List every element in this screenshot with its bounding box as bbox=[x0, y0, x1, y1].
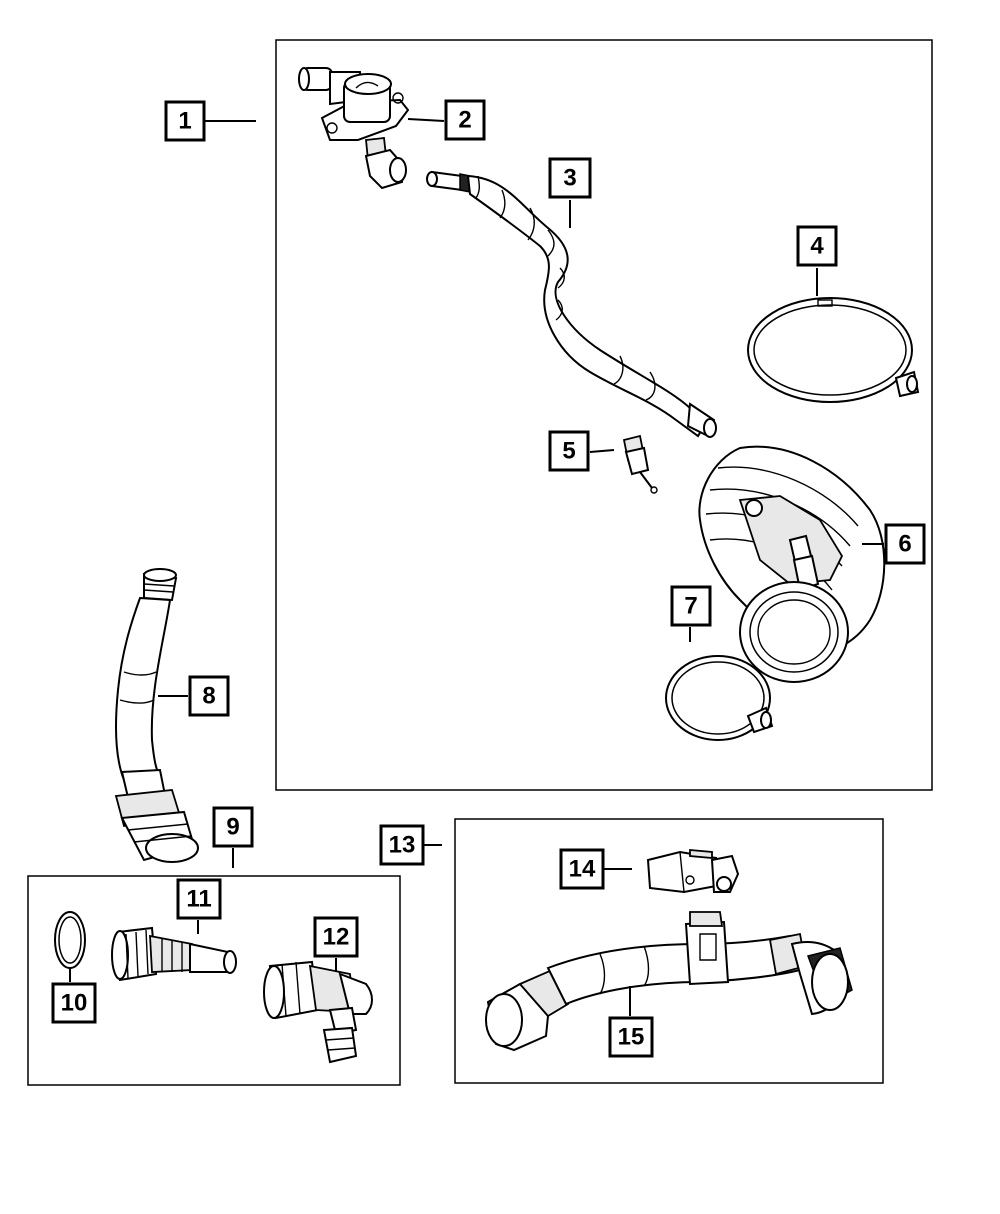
leader-5 bbox=[589, 449, 615, 453]
callout-label-3: 3 bbox=[563, 165, 576, 192]
callout-label-15: 15 bbox=[618, 1024, 645, 1051]
leader-2 bbox=[407, 118, 445, 122]
part-8-hose bbox=[114, 568, 199, 863]
group-frame-kit-13 bbox=[454, 818, 884, 1084]
callout-1: 1 bbox=[164, 100, 206, 142]
part-15-hose bbox=[485, 911, 853, 1052]
callout-15: 15 bbox=[608, 1016, 654, 1058]
part-3-hose bbox=[426, 170, 717, 438]
callout-10: 10 bbox=[51, 982, 97, 1024]
callout-label-11: 11 bbox=[186, 886, 211, 913]
part-7-clamp bbox=[665, 655, 774, 741]
callout-label-7: 7 bbox=[684, 593, 697, 620]
group-frame-upper-assembly bbox=[275, 39, 933, 791]
callout-8: 8 bbox=[188, 675, 230, 717]
callout-label-12: 12 bbox=[323, 924, 350, 951]
part-10-o-ring bbox=[54, 911, 86, 969]
callout-14: 14 bbox=[559, 848, 605, 890]
callout-label-13: 13 bbox=[389, 832, 416, 859]
callout-label-6: 6 bbox=[898, 531, 911, 558]
part-4-clamp bbox=[747, 297, 920, 403]
part-5-sensor bbox=[622, 434, 658, 494]
callout-label-2: 2 bbox=[458, 107, 471, 134]
callout-3: 3 bbox=[548, 157, 592, 199]
group-frame-kit-9 bbox=[27, 875, 401, 1086]
part-6-resonator bbox=[698, 445, 886, 683]
callout-7: 7 bbox=[670, 585, 712, 627]
part-11-fitting bbox=[111, 926, 237, 982]
callout-label-10: 10 bbox=[61, 990, 88, 1017]
callout-label-5: 5 bbox=[562, 438, 575, 465]
callout-label-9: 9 bbox=[226, 814, 239, 841]
callout-label-1: 1 bbox=[178, 108, 191, 135]
callout-label-8: 8 bbox=[202, 683, 215, 710]
callout-label-14: 14 bbox=[569, 856, 596, 883]
callout-9: 9 bbox=[212, 806, 254, 848]
callout-2: 2 bbox=[444, 99, 486, 141]
callout-label-4: 4 bbox=[810, 233, 824, 260]
callout-13: 13 bbox=[379, 824, 425, 866]
part-12-connector bbox=[263, 960, 373, 1064]
callout-5: 5 bbox=[548, 430, 590, 472]
part-14-sensor bbox=[646, 849, 740, 894]
callout-11: 11 bbox=[176, 878, 222, 920]
callout-6: 6 bbox=[884, 523, 926, 565]
callout-12: 12 bbox=[313, 916, 359, 958]
callout-4: 4 bbox=[796, 225, 838, 267]
part-2-valve bbox=[298, 67, 410, 190]
